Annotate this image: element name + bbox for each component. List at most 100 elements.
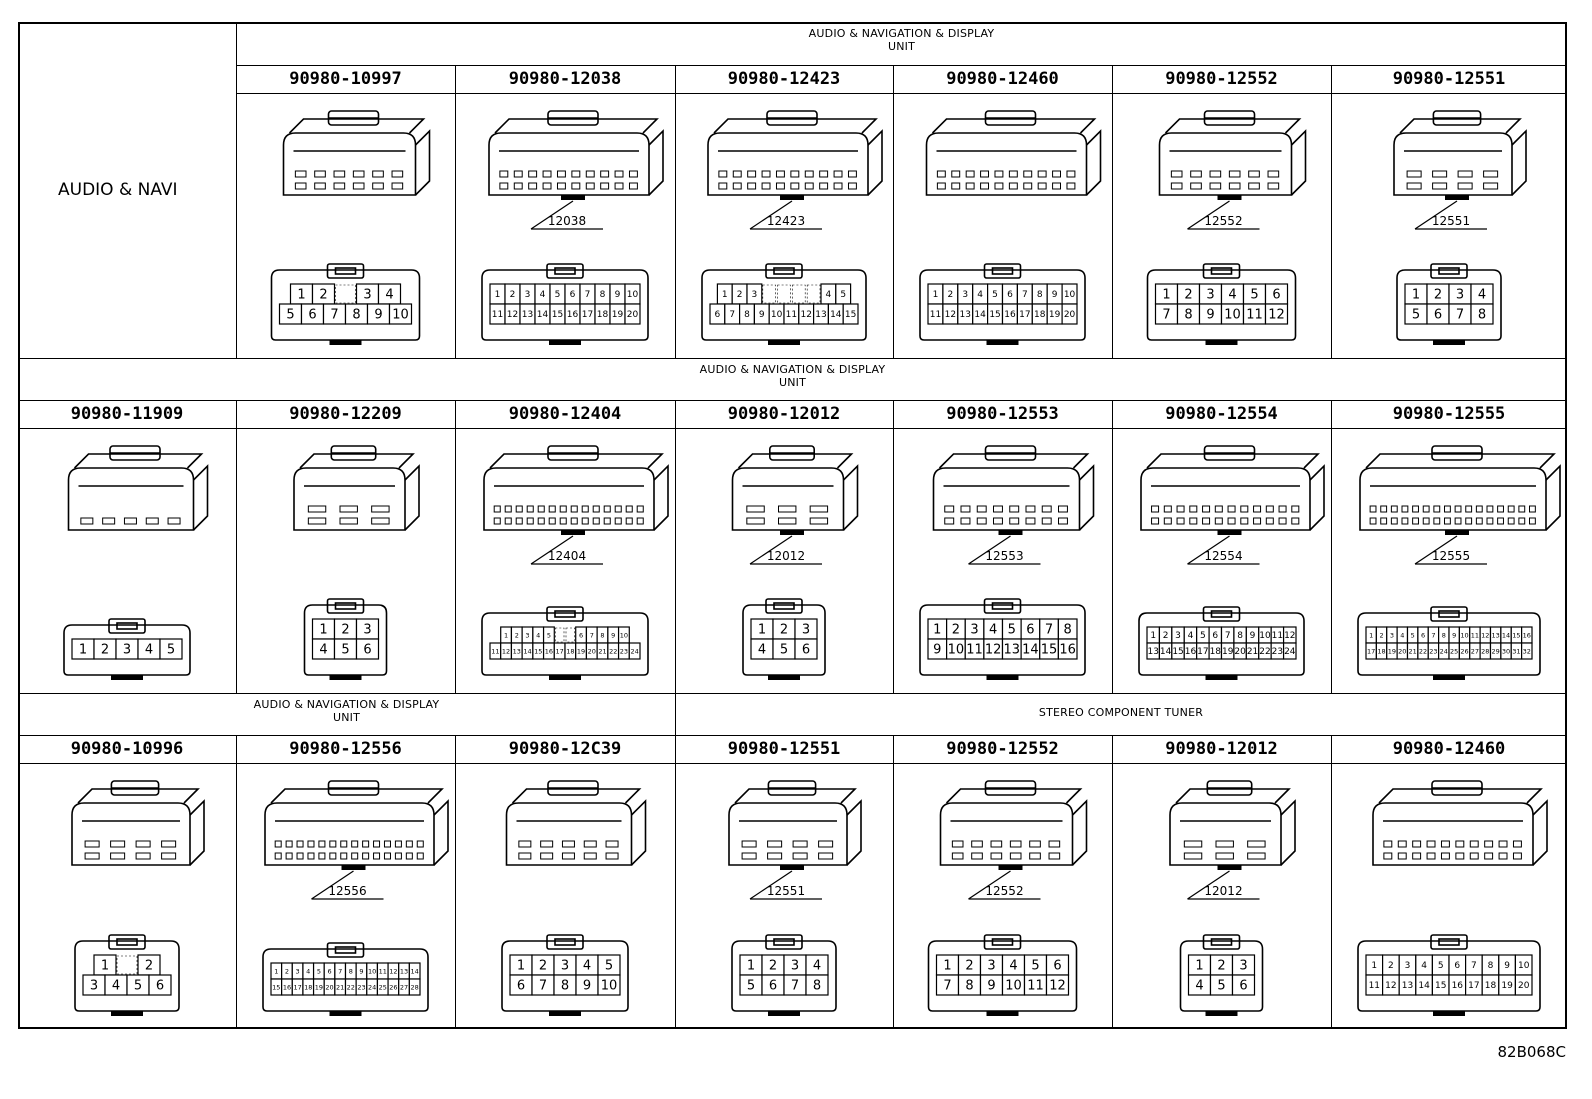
pin-number: 11 bbox=[786, 310, 797, 320]
connector-housing-illustration bbox=[731, 445, 859, 531]
pin-number: 15 bbox=[1041, 643, 1058, 658]
pin-number: 9 bbox=[759, 310, 765, 320]
pin-cavity bbox=[805, 974, 829, 996]
pin-number: 7 bbox=[539, 979, 547, 994]
grid-line bbox=[455, 65, 456, 358]
connector-housing-illustration bbox=[483, 445, 669, 531]
part-number: 90980-12209 bbox=[289, 404, 402, 424]
pin-number: 8 bbox=[349, 967, 353, 975]
callout-leader: 12038 bbox=[530, 195, 603, 230]
pin-number: 9 bbox=[615, 290, 621, 300]
pin-number: 5 bbox=[317, 967, 321, 975]
part-number: 90980-10997 bbox=[289, 69, 402, 89]
pin-number: 5 bbox=[780, 643, 788, 658]
pin-number: 2 bbox=[145, 959, 153, 974]
pin-number: 14 bbox=[537, 310, 549, 320]
pin-cavity bbox=[159, 638, 183, 660]
pin-number: 6 bbox=[579, 631, 583, 639]
pin-number: 20 bbox=[1398, 647, 1406, 655]
pin-number: 5 bbox=[1412, 308, 1420, 323]
pin-number: 13 bbox=[960, 310, 971, 320]
pin-number: 2 bbox=[1163, 631, 1169, 641]
pin-number: 10 bbox=[1518, 961, 1530, 971]
pin-number: 25 bbox=[1450, 647, 1458, 655]
pin-number: 1 bbox=[747, 959, 755, 974]
pin-number: 8 bbox=[600, 290, 606, 300]
connector-housing-illustration bbox=[728, 780, 862, 866]
pin-number: 2 bbox=[1217, 959, 1225, 974]
pin-number: 1 bbox=[495, 290, 501, 300]
callout-leader: 12554 bbox=[1187, 530, 1260, 565]
grid-line bbox=[1331, 65, 1332, 358]
pin-number: 3 bbox=[123, 643, 131, 658]
pin-cavity bbox=[1231, 974, 1256, 996]
pin-number: 17 bbox=[293, 983, 301, 991]
pin-number: 12 bbox=[1385, 981, 1396, 991]
pin-number: 7 bbox=[1456, 308, 1464, 323]
pin-number: 15 bbox=[1512, 631, 1520, 639]
grid-line bbox=[455, 735, 456, 1029]
pin-number: 9 bbox=[1452, 631, 1456, 639]
pin-number: 5 bbox=[605, 959, 613, 974]
callout-leader: 12012 bbox=[749, 530, 822, 565]
pin-number: 25 bbox=[379, 983, 387, 991]
callout-label: 12423 bbox=[767, 214, 805, 228]
pin-number: 10 bbox=[627, 290, 639, 300]
pin-number: 16 bbox=[1185, 647, 1197, 657]
pin-number: 11 bbox=[966, 643, 983, 658]
pin-number: 9 bbox=[374, 308, 382, 323]
callout-label: 12554 bbox=[1204, 549, 1242, 563]
pin-number: 13 bbox=[513, 647, 521, 655]
callout-leader: 12556 bbox=[311, 865, 384, 900]
pin-number: 4 bbox=[540, 290, 546, 300]
pin-number: 3 bbox=[1206, 288, 1214, 303]
pin-number: 15 bbox=[272, 983, 280, 991]
pin-number: 28 bbox=[411, 983, 419, 991]
pin-number: 11 bbox=[1369, 981, 1380, 991]
part-number: 90980-12555 bbox=[1392, 404, 1506, 424]
pin-number: 10 bbox=[1460, 631, 1468, 639]
pin-number: 11 bbox=[491, 647, 499, 655]
pin-number: 8 bbox=[561, 979, 569, 994]
callout-leader: 12551 bbox=[749, 865, 822, 900]
pin-number: 2 bbox=[947, 290, 953, 300]
pin-number: 1 bbox=[1412, 288, 1420, 303]
pin-number: 5 bbox=[840, 290, 846, 300]
pin-number: 19 bbox=[1388, 647, 1396, 655]
pin-number: 20 bbox=[588, 647, 596, 655]
part-number: 90980-12460 bbox=[1392, 739, 1506, 759]
pin-number: 19 bbox=[1049, 310, 1061, 320]
pin-number: 1 bbox=[933, 623, 941, 638]
pin-number: 8 bbox=[813, 979, 821, 994]
pin-number: 3 bbox=[752, 290, 758, 300]
grid-line bbox=[1112, 65, 1113, 358]
pin-number: 7 bbox=[338, 967, 342, 975]
pin-number: 4 bbox=[826, 290, 832, 300]
pin-number: 7 bbox=[1162, 308, 1170, 323]
pin-number: 2 bbox=[101, 643, 109, 658]
grid-line bbox=[1112, 735, 1113, 1029]
callout-leader: 12553 bbox=[968, 530, 1041, 565]
pin-number: 19 bbox=[315, 983, 323, 991]
grid-line bbox=[18, 763, 1567, 764]
pin-number: 4 bbox=[306, 967, 310, 975]
connector-housing-illustration bbox=[1372, 780, 1548, 866]
pin-number: 1 bbox=[274, 967, 278, 975]
pin-number: 9 bbox=[933, 643, 941, 658]
pin-number: 8 bbox=[600, 631, 604, 639]
part-number: 90980-12552 bbox=[1165, 69, 1278, 89]
pin-number: 7 bbox=[943, 979, 951, 994]
pin-number: 11 bbox=[1027, 979, 1044, 994]
connector-housing-illustration bbox=[293, 445, 420, 531]
callout-leader: 12423 bbox=[749, 195, 822, 230]
pin-cavity bbox=[1470, 303, 1494, 325]
pin-number: 1 bbox=[1150, 631, 1156, 641]
pin-number: 6 bbox=[715, 310, 721, 320]
pin-number: 6 bbox=[517, 979, 525, 994]
